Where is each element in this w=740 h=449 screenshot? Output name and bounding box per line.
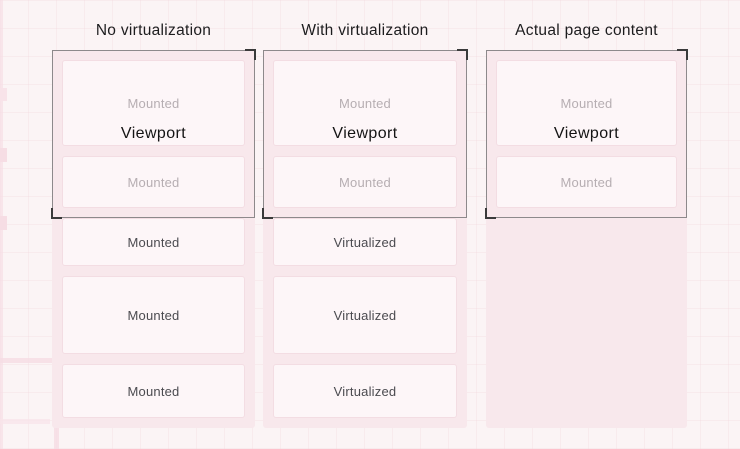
grid-decor	[0, 358, 60, 363]
corner-mark	[457, 49, 468, 60]
item-list: Mounted Mounted Mounted Mounted Mounted	[52, 50, 255, 428]
column-title: With virtualization	[301, 22, 429, 39]
viewport-frame: Viewport	[262, 49, 468, 219]
list-item: Virtualized	[273, 276, 457, 354]
list-item: Virtualized	[273, 218, 457, 266]
corner-mark	[51, 208, 62, 219]
list-item: Mounted	[496, 156, 677, 208]
list-item: Mounted	[62, 156, 245, 208]
viewport-label: Viewport	[332, 125, 398, 142]
viewport-frame: Viewport	[485, 49, 688, 219]
list-item: Mounted	[273, 156, 457, 208]
column-actual-page-content: Actual page content Mounted Mounted View…	[485, 0, 688, 449]
item-list: Mounted Mounted Virtualized Virtualized …	[263, 50, 467, 428]
list-item: Mounted	[273, 60, 457, 146]
page-content-area: Mounted Mounted	[486, 50, 687, 428]
corner-mark	[262, 208, 273, 219]
viewport-label: Viewport	[120, 125, 187, 142]
list-item: Mounted	[62, 60, 245, 146]
list-item: Mounted	[496, 60, 677, 146]
grid-decor	[0, 0, 3, 449]
column-title: Actual page content	[515, 22, 658, 39]
grid-decor	[0, 148, 7, 162]
grid-decor	[0, 216, 7, 230]
grid-decor	[0, 419, 50, 424]
list-item: Mounted	[62, 218, 245, 266]
list-item: Mounted	[62, 276, 245, 354]
corner-mark	[245, 49, 256, 60]
list-item: Virtualized	[273, 364, 457, 418]
corner-mark	[485, 208, 496, 219]
corner-mark	[677, 49, 688, 60]
grid-decor	[0, 88, 7, 101]
column-no-virtualization: No virtualization Mounted Mounted Mounte…	[51, 0, 256, 449]
viewport-label: Viewport	[553, 125, 620, 142]
list-item: Mounted	[62, 364, 245, 418]
column-with-virtualization: With virtualization Mounted Mounted Virt…	[262, 0, 468, 449]
viewport-frame: Viewport	[51, 49, 256, 219]
column-title: No virtualization	[95, 22, 212, 39]
